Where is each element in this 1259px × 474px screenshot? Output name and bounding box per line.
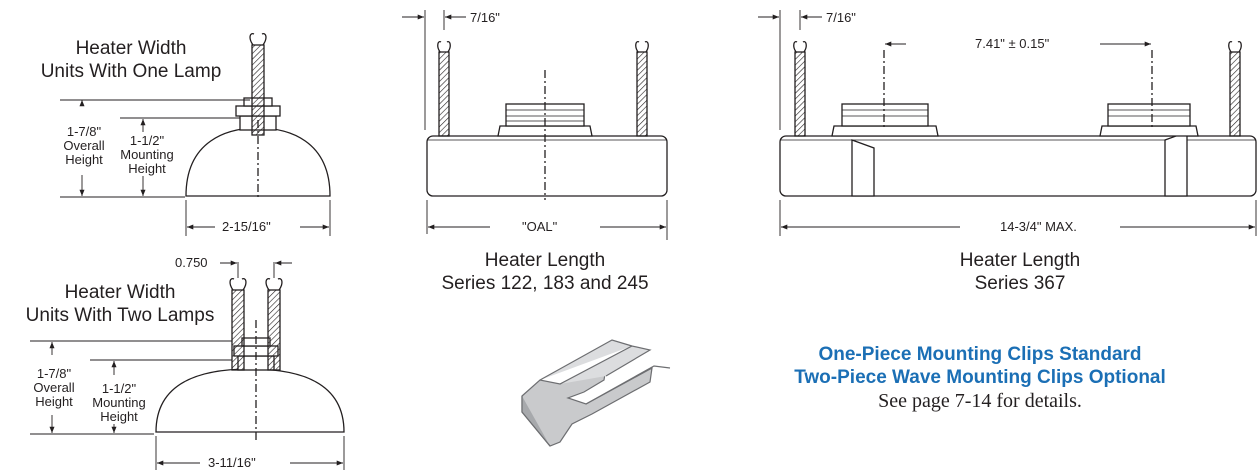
title-line: Heater Width [64, 282, 176, 303]
series-122-offset-dim: 7/16" [470, 10, 500, 25]
one-lamp-title: Heater Width Units With One Lamp [12, 37, 250, 83]
two-lamps-width-dim: 3-11/16" [208, 455, 256, 470]
label-line: Height [65, 152, 103, 167]
one-lamp-width-dim: 2-15/16" [222, 219, 271, 234]
label-line: 1-1/2" [101, 381, 137, 396]
title-line: Heater Width [75, 38, 187, 59]
one-lamp-width-drawing [60, 32, 331, 236]
clips-standard-heading: One-Piece Mounting Clips Standard [818, 344, 1142, 365]
two-lamps-overall-height-label: 1-7/8" Overall Height [26, 367, 82, 409]
mounting-clip-illustration [521, 339, 671, 447]
series-367-caption: Heater Length Series 367 [900, 249, 1140, 295]
label-line: Mounting [120, 147, 174, 162]
series-367-offset-dim: 7/16" [826, 10, 856, 25]
label-line: 1-1/2" [129, 133, 165, 148]
label-line: 1-7/8" [36, 366, 72, 381]
label-line: 1-7/8" [66, 124, 102, 139]
one-lamp-mounting-height-label: 1-1/2" Mounting Height [114, 134, 180, 176]
two-lamps-title: Heater Width Units With Two Lamps [0, 281, 240, 327]
label-line: Height [100, 409, 138, 424]
title-line: Units With Two Lamps [25, 305, 215, 326]
series-367-length-drawing [758, 10, 1257, 236]
series-367-lamp-spacing-dim: 7.41" ± 0.15" [975, 36, 1050, 51]
clips-optional-heading: Two-Piece Wave Mounting Clips Optional [794, 367, 1166, 388]
two-lamps-width-drawing [30, 260, 345, 470]
caption-line: Heater Length [959, 250, 1081, 271]
series-122-caption: Heater Length Series 122, 183 and 245 [405, 249, 685, 295]
series-122-length-drawing [402, 10, 668, 240]
label-line: Mounting [92, 395, 146, 410]
clips-details-reference: See page 7-14 for details. [878, 390, 1082, 412]
label-line: Height [128, 161, 166, 176]
two-lamps-spacing-dim: 0.750 [175, 255, 208, 270]
one-lamp-overall-height-label: 1-7/8" Overall Height [56, 125, 112, 167]
series-367-length-dim: 14-3/4" MAX. [1000, 219, 1077, 234]
caption-line: Heater Length [484, 250, 606, 271]
label-line: Height [35, 394, 73, 409]
title-line: Units With One Lamp [40, 61, 222, 82]
series-122-length-dim: "OAL" [522, 219, 558, 234]
two-lamps-mounting-height-label: 1-1/2" Mounting Height [86, 382, 152, 424]
caption-line: Series 367 [974, 273, 1066, 294]
label-line: Overall [33, 380, 75, 395]
mounting-clips-note: One-Piece Mounting Clips Standard Two-Pi… [700, 343, 1259, 413]
caption-line: Series 122, 183 and 245 [441, 273, 649, 294]
label-line: Overall [63, 138, 105, 153]
